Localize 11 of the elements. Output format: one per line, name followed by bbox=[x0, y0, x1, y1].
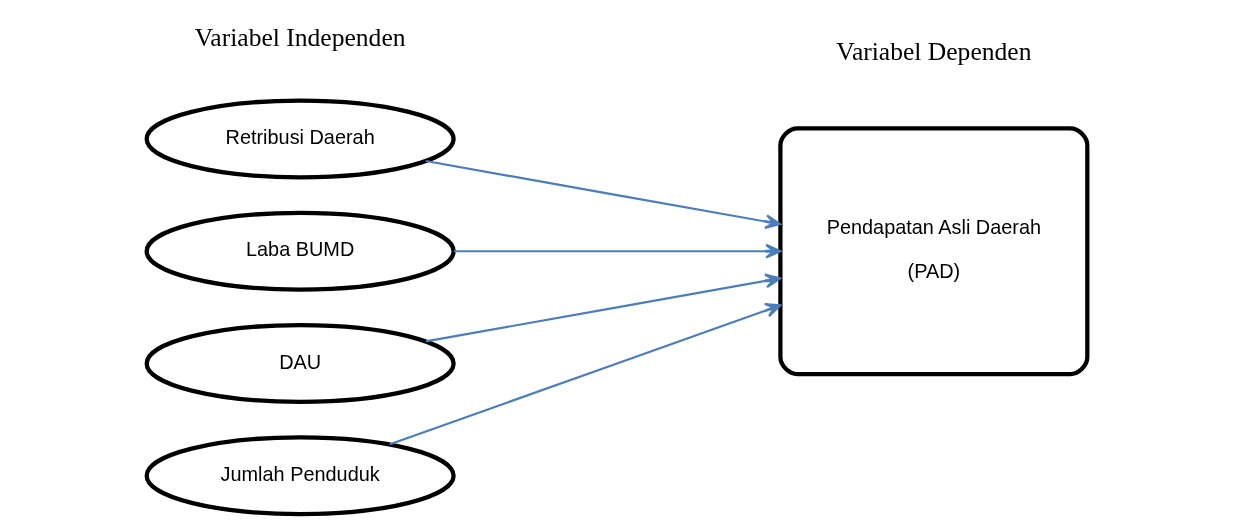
arrow bbox=[453, 243, 782, 259]
node-box: Pendapatan Asli Daerah (PAD) bbox=[778, 126, 1090, 377]
label: Variabel Independen bbox=[194, 22, 406, 52]
node-ellipse: Laba BUMD bbox=[144, 210, 456, 292]
node-ellipse: DAU bbox=[144, 322, 456, 404]
label: Variabel Dependen bbox=[836, 36, 1032, 66]
arrow bbox=[425, 160, 782, 229]
node-ellipse: Jumlah Penduduk bbox=[144, 435, 456, 517]
arrow bbox=[389, 303, 782, 446]
node-ellipse: Retribusi Daerah bbox=[144, 98, 456, 180]
arrow bbox=[425, 273, 782, 343]
